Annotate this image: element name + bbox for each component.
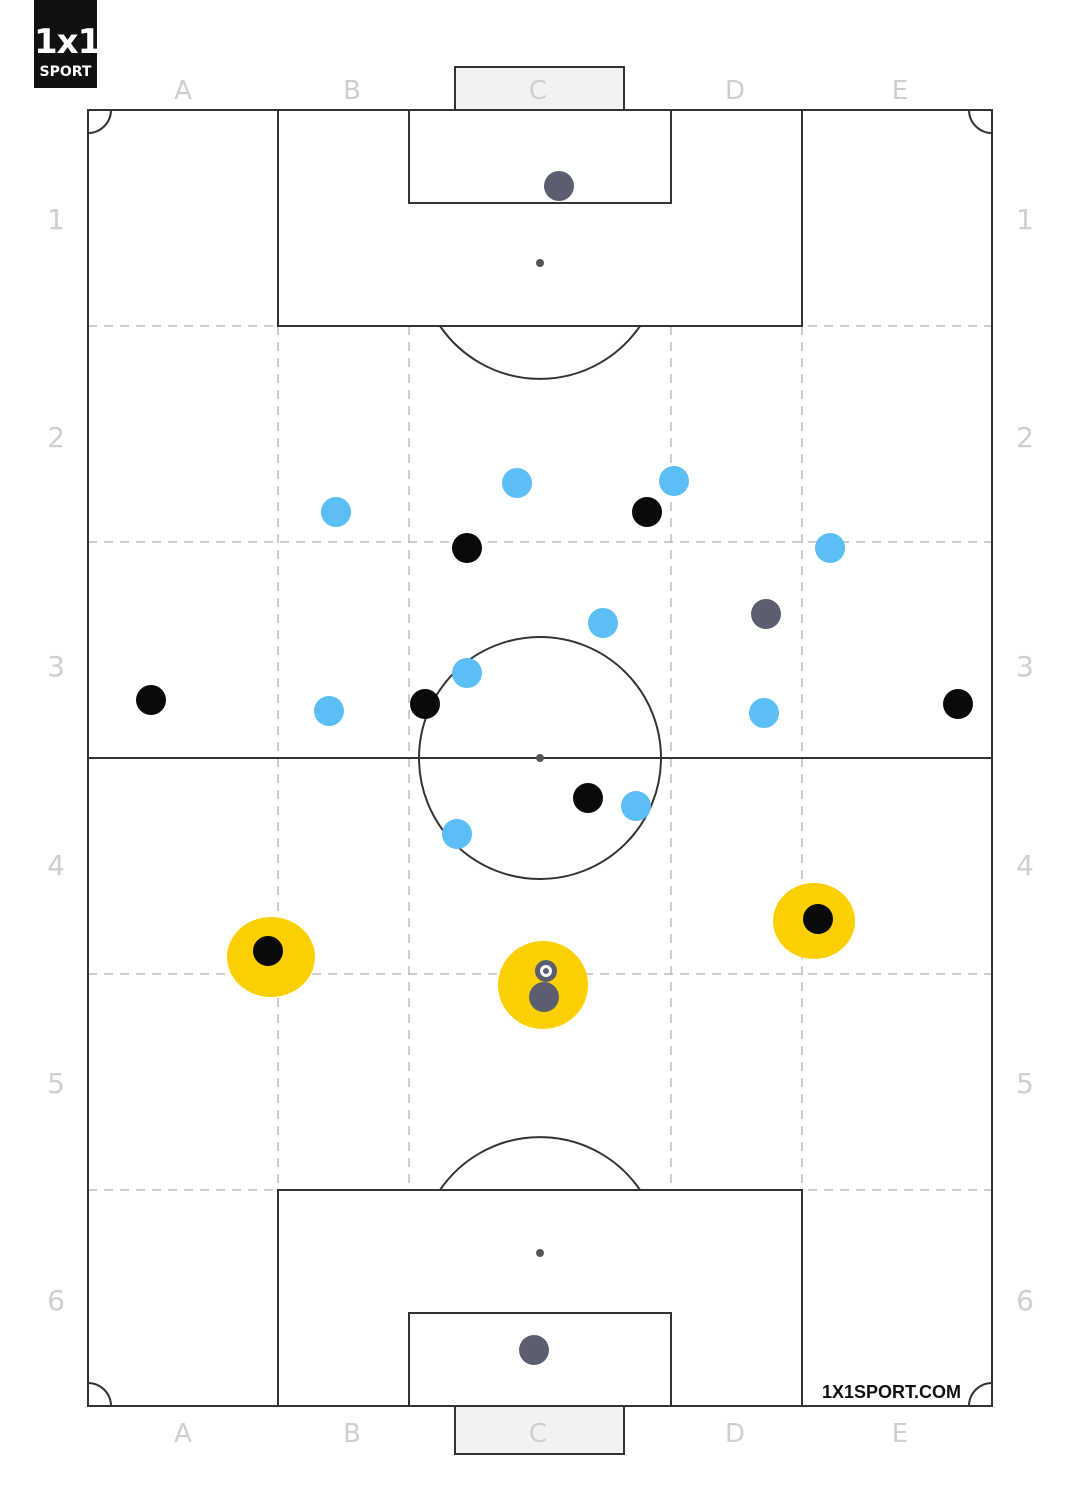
row-label: 2 [47,421,65,454]
column-label: C [529,76,547,106]
row-labels-right: 1 2 3 4 5 6 [1016,203,1034,1317]
blue-player[interactable] [749,698,779,728]
grey-player[interactable] [529,982,559,1012]
grey-players [519,171,781,1365]
black-player[interactable] [136,685,166,715]
bottom-penalty-area [277,1189,803,1407]
row-label: 5 [1016,1067,1034,1100]
black-player[interactable] [410,689,440,719]
bottom-goal-area [408,1312,672,1407]
row-label: 3 [1016,650,1034,683]
column-labels-bottom: A B C D E [174,1419,908,1449]
row-labels-left: 1 2 3 4 5 6 [47,203,65,1317]
bottom-penalty-spot [536,1249,544,1257]
blue-player[interactable] [659,466,689,496]
column-label: E [892,1419,908,1449]
column-labels-top: A B C D E [174,76,908,106]
corner-arc-bottom-right [968,1382,993,1407]
blue-player[interactable] [588,608,618,638]
top-penalty-spot [536,259,544,267]
goalkeeper-top[interactable] [544,171,574,201]
black-player[interactable] [573,783,603,813]
row-label: 1 [47,203,65,236]
centre-circle [418,636,662,880]
black-player[interactable] [632,497,662,527]
blue-player[interactable] [321,497,351,527]
logo-mark: 1x1 [34,22,101,62]
column-label: C [529,1419,547,1449]
centre-spot [536,754,544,762]
black-player[interactable] [452,533,482,563]
blue-team [314,466,845,849]
top-penalty-arc [439,325,641,380]
column-label: A [174,1419,192,1449]
column-label: D [725,1419,745,1449]
corner-arc-bottom-left [87,1382,112,1407]
column-label: E [892,76,908,106]
blue-player[interactable] [621,791,651,821]
black-player[interactable] [803,904,833,934]
blue-player[interactable] [452,658,482,688]
row-label: 6 [47,1284,65,1317]
goalkeeper-bottom[interactable] [519,1335,549,1365]
bottom-penalty-arc [439,1136,641,1191]
corner-arc-top-left [87,109,112,134]
column-label: B [343,1419,361,1449]
row-label: 4 [47,849,65,882]
brand-logo: 1x1 SPORT [34,0,101,88]
blue-player[interactable] [502,468,532,498]
top-penalty-area [277,109,803,327]
top-goal [454,66,625,111]
ball-icon[interactable] [535,960,557,982]
row-label: 5 [47,1067,65,1100]
corner-arc-top-right [968,109,993,134]
column-label: D [725,76,745,106]
row-label: 1 [1016,203,1034,236]
bottom-goal [454,1405,625,1455]
top-goal-area [408,109,672,204]
row-label: 6 [1016,1284,1034,1317]
column-label: B [343,76,361,106]
blue-player[interactable] [314,696,344,726]
blue-player[interactable] [442,819,472,849]
row-label: 2 [1016,421,1034,454]
black-player[interactable] [943,689,973,719]
logo-word: SPORT [39,64,92,80]
grey-player[interactable] [751,599,781,629]
blue-player[interactable] [815,533,845,563]
row-label: 4 [1016,849,1034,882]
black-team [136,497,973,966]
site-watermark: 1X1SPORT.COM [822,1382,961,1402]
black-player[interactable] [253,936,283,966]
row-label: 3 [47,650,65,683]
column-label: A [174,76,192,106]
